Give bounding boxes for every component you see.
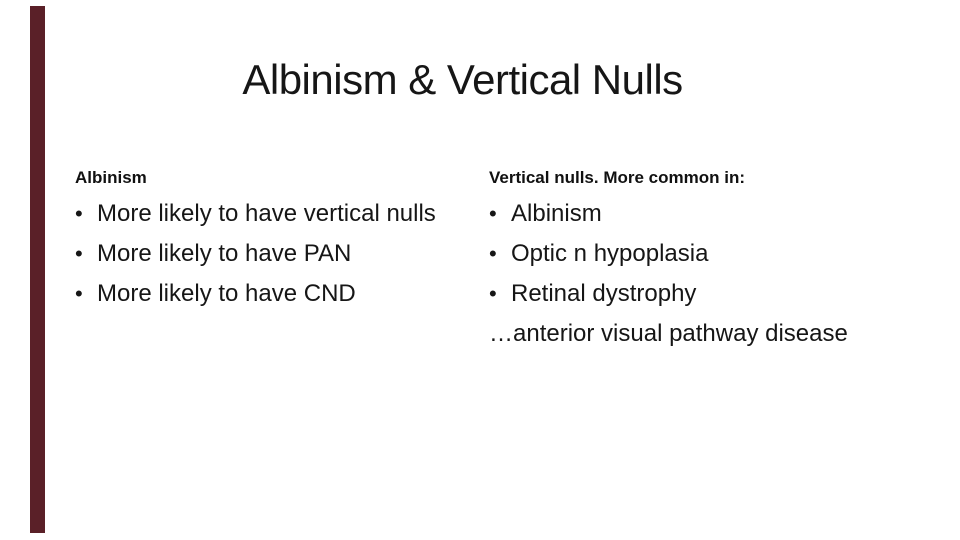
list-item-text: Albinism [511, 200, 602, 227]
left-accent-bar [30, 6, 45, 533]
bullet-icon: • [75, 281, 83, 306]
list-item: • More likely to have CND [75, 274, 475, 314]
left-column-list: • More likely to have vertical nulls • M… [75, 194, 475, 314]
list-footer-text: …anterior visual pathway disease [489, 320, 848, 347]
slide-title: Albinism & Vertical Nulls [242, 56, 683, 103]
bullet-icon: • [489, 201, 497, 226]
right-column-list: • Albinism • Optic n hypoplasia • Retina… [489, 194, 909, 354]
list-item-text: More likely to have PAN [97, 240, 352, 267]
right-column-header: Vertical nulls. More common in: [489, 168, 745, 187]
bullet-icon: • [489, 241, 497, 266]
list-item-text: Retinal dystrophy [511, 280, 697, 307]
left-column: Albinism • More likely to have vertical … [75, 166, 475, 314]
left-column-header: Albinism [75, 168, 147, 187]
list-item-text: More likely to have vertical nulls [97, 200, 436, 227]
list-item: • More likely to have PAN [75, 234, 475, 274]
list-item: • More likely to have vertical nulls [75, 194, 475, 234]
right-column: Vertical nulls. More common in: • Albini… [489, 166, 909, 354]
list-item-text: Optic n hypoplasia [511, 240, 709, 267]
list-item: • Retinal dystrophy [489, 274, 909, 314]
list-item: • Optic n hypoplasia [489, 234, 909, 274]
bullet-icon: • [75, 201, 83, 226]
bullet-icon: • [489, 281, 497, 306]
list-footer-line: …anterior visual pathway disease [489, 314, 909, 354]
bullet-icon: • [75, 241, 83, 266]
list-item-text: More likely to have CND [97, 280, 356, 307]
list-item: • Albinism [489, 194, 909, 234]
